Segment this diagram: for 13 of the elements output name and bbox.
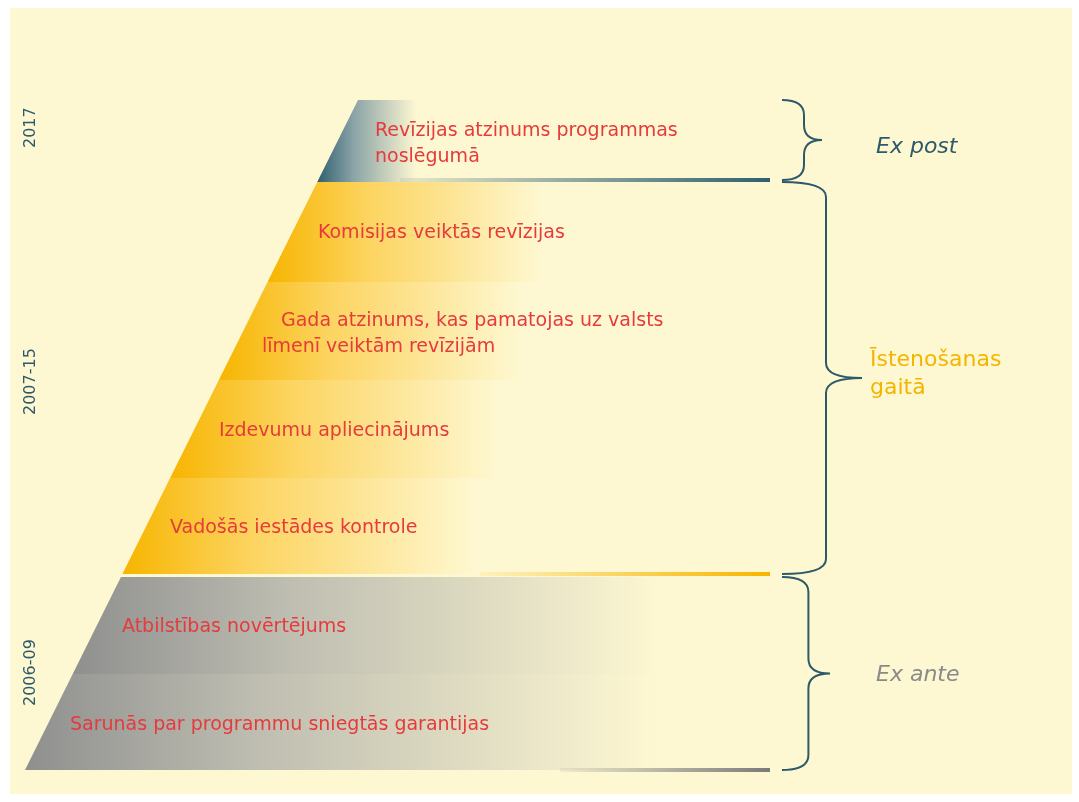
year-label: 2017	[20, 107, 39, 148]
phase-label: Īstenošanas gaitā	[870, 345, 1003, 401]
year-label: 2007-15	[20, 348, 39, 415]
level-label: Vadošās iestādes kontrole	[170, 514, 419, 539]
year-label: 2006-09	[20, 639, 39, 706]
level-label: Izdevumu apliecinājums	[219, 417, 451, 442]
phase-label: Ex ante	[876, 660, 960, 688]
level-label: Gada atzinums, kas pamatojas uz valsts līmenī veiktām revīzijām	[262, 307, 665, 358]
phase-label: Ex post	[876, 132, 958, 160]
level-label: Revīzijas atzinums programmas noslēgumā	[375, 117, 679, 168]
level-label: Atbilstības novērtējums	[122, 613, 348, 638]
level-label: Komisijas veiktās revīzijas	[318, 219, 566, 244]
level-label: Sarunās par programmu sniegtās garantijas	[70, 711, 491, 736]
